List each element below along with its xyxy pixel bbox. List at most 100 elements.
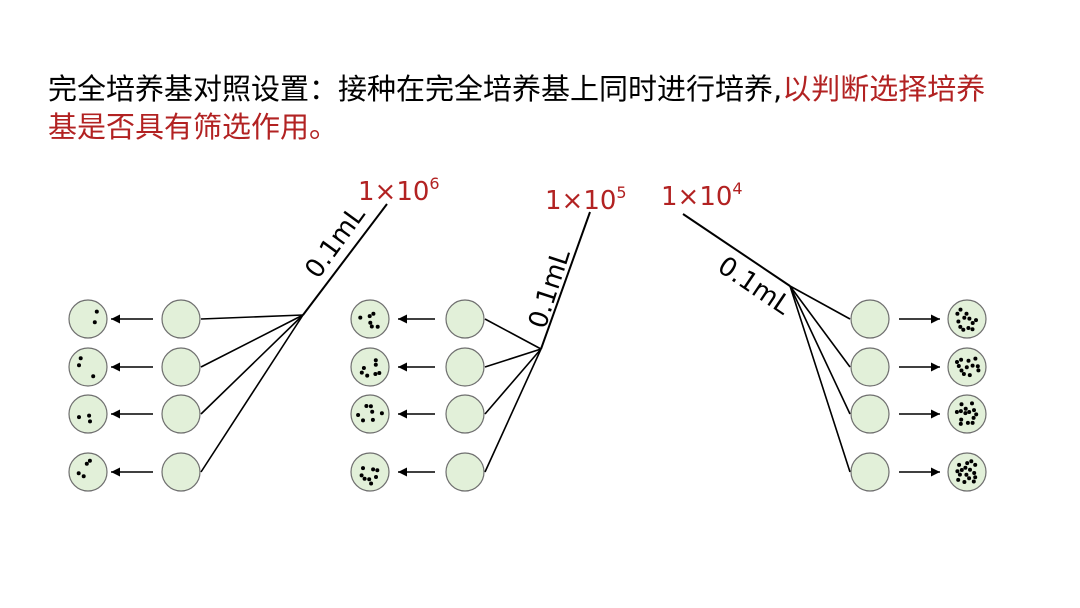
colony-dot-g2-r2-3: [373, 358, 378, 363]
colony-dot-g3-r3-13: [967, 410, 972, 414]
colony-dot-g2-r3-3: [356, 413, 361, 417]
colony-dot-g3-r3-8: [963, 406, 968, 411]
colony-dot-g3-r3-1: [972, 408, 976, 413]
colony-dot-g3-r4-15: [973, 475, 978, 480]
dilution-plate: [161, 394, 201, 434]
colony-dot-g3-r4-9: [969, 459, 974, 464]
culture-plate: [350, 394, 390, 434]
group-1-pipette-line: [302, 203, 388, 316]
transfer-line: [200, 314, 304, 415]
colony-dot-g3-r4-1: [967, 476, 972, 481]
colony-dot-g2-r4-8: [361, 466, 365, 471]
colony-dot-g3-r3-2: [954, 410, 959, 414]
group-1-concentration-base: 1×10: [358, 177, 429, 207]
colony-dot-g3-r4-5: [959, 468, 964, 472]
colony-dot-g3-r4-11: [956, 477, 961, 482]
colony-dot-g2-r3-5: [368, 404, 373, 409]
transfer-line: [200, 314, 304, 368]
dilution-plate: [161, 299, 201, 339]
colony-dot-g2-r4-7: [367, 477, 372, 482]
colony-dot-g3-r2-1: [959, 357, 964, 362]
group-2-volume-label: 0.1mL: [523, 245, 577, 332]
colony-dot-g3-r1-6: [955, 311, 960, 316]
colony-dot-g3-r2-12: [955, 360, 959, 364]
transfer-arrow-head: [931, 409, 940, 419]
group-3-concentration-exponent: 4: [732, 179, 742, 198]
transfer-arrow-head: [111, 409, 120, 419]
heading-black-text: 完全培养基对照设置：接种在完全培养基上同时进行培养,: [48, 72, 783, 106]
colony-dot-g1-r4-3: [76, 471, 81, 476]
group-1-concentration-exponent: 6: [429, 174, 439, 193]
colony-dot-g2-r4-1: [375, 468, 380, 473]
colony-dot-g3-r2-6: [964, 365, 969, 370]
dilution-plate: [850, 347, 890, 387]
colony-dot-g3-r1-7: [970, 321, 975, 325]
colony-dot-g3-r4-16: [963, 465, 968, 470]
colony-dot-g2-r3-6: [361, 418, 365, 423]
heading-red-text: 以判断选择培养基是否具有筛选作用。: [48, 72, 986, 144]
colony-dot-g1-r2-1: [91, 374, 96, 379]
culture-plate: [947, 299, 987, 339]
culture-plate: [350, 347, 390, 387]
colony-dot-g3-r4-2: [957, 472, 962, 477]
colony-dot-g1-r3-2: [88, 419, 92, 424]
transfer-line: [484, 318, 542, 350]
colony-dot-g2-r2-6: [377, 371, 382, 375]
transfer-arrow-head: [111, 314, 120, 324]
dilution-plate: [445, 394, 485, 434]
colony-dot-g3-r1-5: [967, 316, 972, 321]
group-2-concentration-exponent: 5: [616, 183, 626, 202]
culture-plate: [947, 452, 987, 492]
dilution-plate: [850, 452, 890, 492]
colony-dot-g3-r3-10: [958, 421, 963, 426]
colony-dot-g3-r4-4: [962, 480, 967, 484]
colony-dot-g3-r1-3: [970, 327, 975, 332]
culture-plate: [350, 299, 390, 339]
colony-dot-g3-r3-4: [963, 411, 968, 416]
colony-dot-g3-r4-12: [971, 479, 976, 484]
colony-dot-g2-r2-1: [359, 370, 364, 375]
dilution-plate: [445, 347, 485, 387]
culture-plate: [68, 452, 108, 492]
transfer-arrow-head: [111, 362, 120, 372]
group-2-pipette-line: [540, 211, 591, 350]
colony-dot-g3-r4-8: [965, 461, 970, 466]
dilution-plate: [161, 452, 201, 492]
dilution-plate: [161, 347, 201, 387]
colony-dot-g3-r3-9: [965, 420, 970, 425]
colony-dot-g2-r4-3: [374, 475, 378, 479]
group-3-concentration-base: 1×10: [661, 182, 732, 212]
colony-dot-g1-r1-2: [92, 320, 97, 325]
colony-dot-g1-r2-2: [78, 356, 83, 361]
colony-dot-g3-r2-4: [973, 356, 978, 361]
dilution-plate: [850, 299, 890, 339]
group-2: 0.1mL 1×105: [350, 183, 627, 492]
colony-dot-g3-r3-3: [970, 401, 974, 406]
colony-dot-g2-r4-6: [362, 476, 367, 481]
transfer-line: [789, 285, 851, 415]
colony-dot-g3-r1-12: [974, 318, 978, 323]
transfer-arrow-head: [398, 362, 407, 372]
transfer-arrow-head: [931, 467, 940, 477]
colony-dot-g1-r3-3: [87, 413, 92, 418]
transfer-arrow-head: [111, 467, 120, 477]
colony-dot-g3-r2-11: [959, 368, 964, 373]
colony-dot-g1-r4-2: [87, 458, 92, 463]
colony-dot-g2-r1-6: [371, 311, 376, 316]
colony-dot-g3-r1-1: [958, 324, 963, 329]
transfer-line: [484, 348, 542, 415]
colony-dot-g2-r3-2: [370, 409, 375, 414]
colony-dot-g1-r4-4: [81, 474, 86, 479]
group-1-concentration-label: 1×106: [358, 174, 440, 207]
colony-dot-g3-r2-3: [967, 373, 972, 378]
colony-dot-g3-r4-10: [955, 469, 960, 474]
colony-dot-g3-r1-9: [956, 319, 961, 324]
group-2-concentration-label: 1×105: [545, 183, 627, 216]
colony-dot-g3-r2-10: [956, 364, 961, 368]
transfer-line: [789, 285, 851, 473]
transfer-arrow-head: [398, 314, 407, 324]
colony-dot-g3-r3-5: [959, 402, 964, 407]
group-3: 0.1mL 1×104: [661, 179, 987, 492]
dilution-plate: [445, 299, 485, 339]
colony-dot-g2-r4-4: [369, 481, 374, 486]
